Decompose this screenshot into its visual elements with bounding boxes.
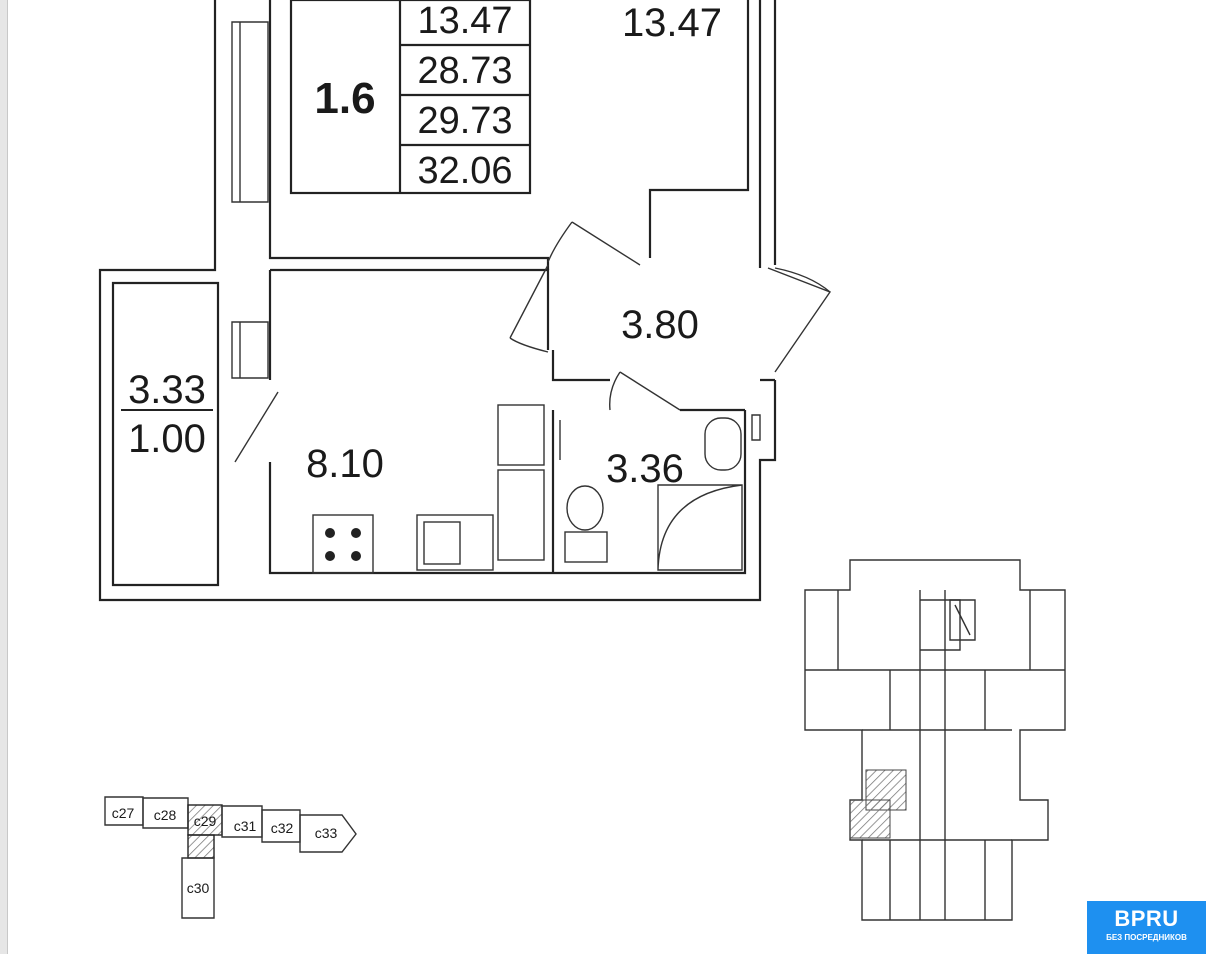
section-label: c27: [112, 805, 135, 821]
fixtures: [312, 404, 743, 574]
area-table-value: 32.06: [417, 150, 512, 192]
section-label: c31: [234, 818, 257, 834]
bpru-watermark: BPRU БЕЗ ПОСРЕДНИКОВ: [1087, 901, 1206, 954]
fridge-icon: [497, 404, 545, 466]
left-edge: [0, 0, 8, 954]
washbasin-icon: [704, 417, 742, 471]
area-table-value: 13.47: [417, 0, 512, 42]
toilet-icon: [566, 485, 604, 531]
stove-icon: [312, 514, 374, 574]
room-area-hallway: 3.80: [621, 303, 699, 347]
room-area-kitchen: 8.10: [306, 442, 384, 486]
section-label: c32: [271, 820, 294, 836]
room-area-living: 13.47: [622, 1, 722, 45]
balcony-coefficient: 1.00: [128, 417, 206, 461]
walls: [98, 0, 777, 602]
balcony-area: 3.33: [128, 368, 206, 412]
section-label: c30: [187, 880, 210, 896]
apartment-number: 1.6: [314, 74, 375, 123]
area-table-value: 29.73: [417, 100, 512, 142]
section-label: c33: [315, 825, 338, 841]
doors: [234, 221, 832, 463]
section-label: c28: [154, 807, 177, 823]
section-key-plan: [104, 796, 357, 919]
area-table-value: 28.73: [417, 50, 512, 92]
sink-icon: [416, 514, 494, 571]
section-label-highlighted: c29: [194, 813, 217, 829]
area-table: [289, 0, 532, 195]
building-floor-plan: [804, 559, 1066, 921]
room-area-bathroom: 3.36: [606, 447, 684, 491]
brand-name: BPRU: [1114, 906, 1179, 931]
shower-icon: [657, 484, 743, 571]
brand-tagline: БЕЗ ПОСРЕДНИКОВ: [1106, 933, 1187, 942]
cabinet-icon: [497, 469, 545, 561]
